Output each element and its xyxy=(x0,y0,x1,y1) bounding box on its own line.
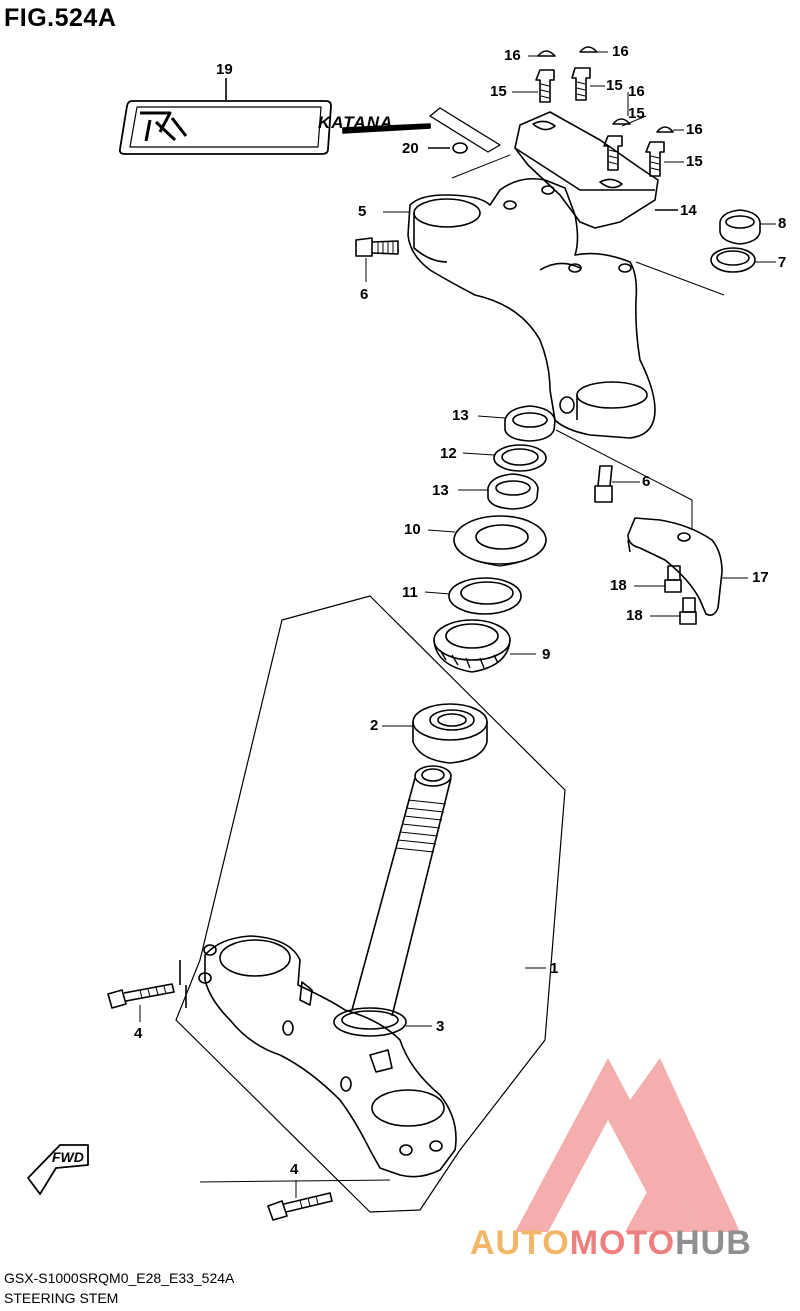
dust-seal-10 xyxy=(427,515,547,567)
callout-18: 18 xyxy=(626,607,643,624)
callout-2: 2 xyxy=(370,717,379,734)
callout-6: 6 xyxy=(642,473,651,490)
bolt-15 xyxy=(535,67,665,177)
watermark-wordmark: AUTOMOTOHUB xyxy=(470,1224,752,1263)
callout-13: 13 xyxy=(452,407,469,424)
callout-4: 4 xyxy=(290,1161,299,1178)
clamp-17 xyxy=(627,517,748,616)
stem-outline xyxy=(175,595,566,1213)
callout-4: 4 xyxy=(134,1025,143,1042)
callout-5: 5 xyxy=(358,203,367,220)
callout-17: 17 xyxy=(752,569,769,586)
washer-11 xyxy=(424,577,522,615)
watermark-logo xyxy=(515,1058,740,1232)
bolt-4-upper xyxy=(107,983,175,1022)
washer-7 xyxy=(710,247,776,273)
callout-15: 15 xyxy=(686,153,703,170)
callout-15: 15 xyxy=(628,105,645,122)
upper-bracket xyxy=(383,177,656,439)
callout-1: 1 xyxy=(550,960,559,977)
fwd-arrow-icon xyxy=(27,1144,89,1195)
steering-stem xyxy=(351,765,452,1017)
fwd-label: FWD xyxy=(52,1149,84,1165)
cap-16 xyxy=(528,46,684,133)
callout-6: 6 xyxy=(360,286,369,303)
watermark-moto: MOTO xyxy=(569,1224,676,1262)
oring-3 xyxy=(333,1007,432,1037)
steering-nut-13-lower xyxy=(458,473,539,510)
bolt-6-left xyxy=(355,237,399,282)
callout-20: 20 xyxy=(402,140,419,157)
figure-title: FIG.524A xyxy=(4,4,117,32)
diagram-code: GSX-S1000SRQM0_E28_E33_524A xyxy=(4,1270,235,1286)
bearing-9 xyxy=(433,619,536,673)
bolt-6-right xyxy=(594,465,640,503)
callout-12: 12 xyxy=(440,445,457,462)
lock-washer-12 xyxy=(462,444,547,472)
callout-8: 8 xyxy=(778,215,787,232)
callout-14: 14 xyxy=(680,202,697,219)
callout-19: 19 xyxy=(216,61,233,78)
diagram-name: STEERING STEM xyxy=(4,1290,119,1306)
watermark-auto: AUTO xyxy=(470,1224,570,1262)
callout-15: 15 xyxy=(490,83,507,100)
lower-bracket xyxy=(179,935,457,1183)
callout-11: 11 xyxy=(402,584,418,601)
callout-16: 16 xyxy=(686,121,703,138)
callout-emblem: KATANA xyxy=(318,113,394,132)
emblem-pointer xyxy=(342,123,431,134)
callout-7: 7 xyxy=(778,254,787,271)
callout-10: 10 xyxy=(404,521,421,538)
steering-nut-13-upper xyxy=(477,405,556,442)
watermark-hub: HUB xyxy=(675,1224,752,1262)
callout-16: 16 xyxy=(628,83,645,100)
callout-9: 9 xyxy=(542,646,551,663)
callout-15: 15 xyxy=(606,77,623,94)
bolt-18 xyxy=(634,565,697,625)
callout-16: 16 xyxy=(504,47,521,64)
bolt-4-lower xyxy=(267,1180,333,1221)
callout-3: 3 xyxy=(436,1018,445,1035)
nut-8 xyxy=(719,209,776,245)
callout-13: 13 xyxy=(432,482,449,499)
callout-18: 18 xyxy=(610,577,627,594)
callout-16: 16 xyxy=(612,43,629,60)
bearing-2 xyxy=(382,703,488,764)
handlebar-holder xyxy=(514,111,678,229)
katana-emblem xyxy=(118,78,332,155)
